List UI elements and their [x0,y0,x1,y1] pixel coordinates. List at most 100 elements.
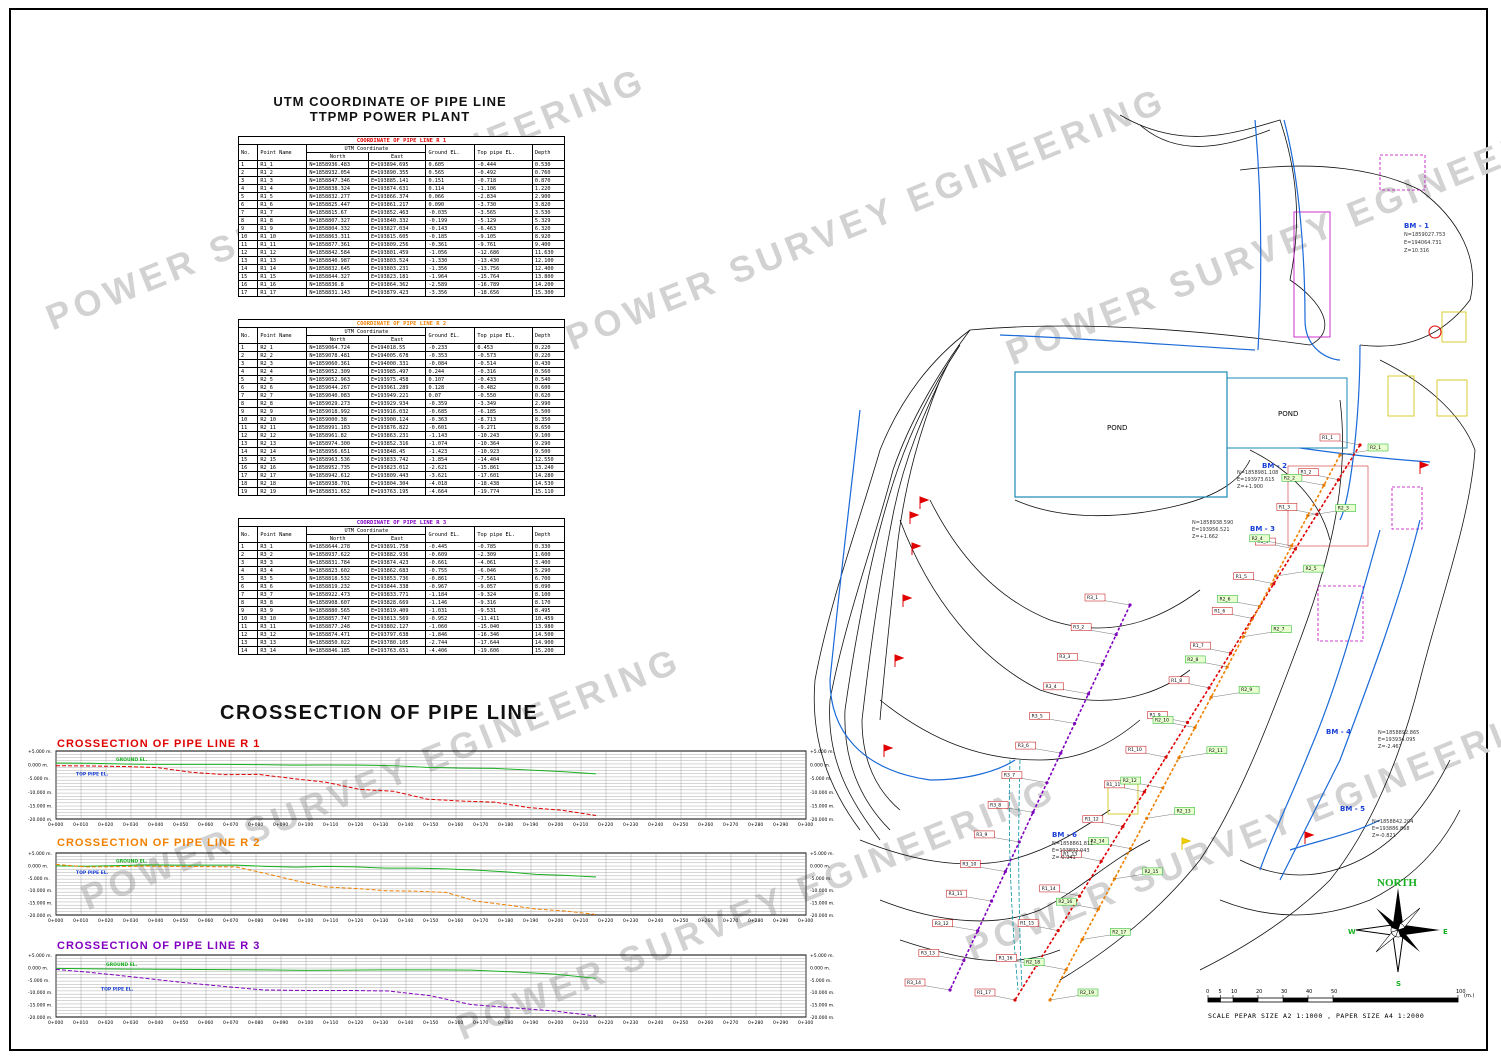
station-tick: 0+030 [123,822,138,828]
bm-label: BM - 5 [1340,805,1365,813]
point-label: R3_1 [1087,595,1098,601]
station-tick: 0+200 [548,918,563,924]
svg-text:Z=-0.941: Z=-0.941 [1052,855,1076,861]
point-tag [1271,625,1292,633]
station-tick: 0+030 [123,918,138,924]
station-tick: 0+130 [373,822,388,828]
elevation-tick: 0.000 m. [810,965,830,971]
elevation-tick: -20.000 m. [810,1015,835,1021]
col-header: No. [237,144,259,161]
station-tick: 0+210 [573,918,588,924]
scale-note: SCALE PEPAR SIZE A2 1:1000 , PAPER SIZE … [1208,1012,1425,1020]
utm-title-line2: TTPMP POWER PLANT [309,109,471,124]
station-tick: 0+180 [498,918,513,924]
elevation-tick: 0.000 m. [810,863,830,869]
point-label: R1_14 [1042,886,1056,892]
station-tick: 0+280 [748,822,763,828]
svg-text:Z=-0.821: Z=-0.821 [1372,833,1396,839]
table-cell: E=193763.195 [368,487,427,496]
station-tick: 0+020 [98,822,113,828]
station-tick: 0+290 [773,918,788,924]
table-cell: 14 [237,646,259,655]
station-tick: 0+230 [623,918,638,924]
svg-text:N=1858842.204: N=1858842.204 [1372,819,1413,825]
pipe-point [1031,810,1035,814]
elevation-tick: -15.000 m. [810,803,835,809]
station-tick: 0+170 [473,822,488,828]
pipe-route-r3 [949,604,1131,991]
elevation-tick: 0.000 m. [810,763,830,769]
point-label: R1_7 [1193,643,1204,649]
point-label: R3_14 [907,980,921,986]
ground-el-label: GROUND EL. [106,962,138,968]
point-label: R3_10 [962,862,976,868]
station-tick: 0+170 [473,1020,488,1026]
station-tick: 0+210 [573,1020,588,1026]
point-tag [1082,815,1104,823]
station-tick: 0+020 [98,918,113,924]
point-label: R1_9 [1150,713,1161,719]
elevation-tick: +5.000 m. [810,953,834,959]
point-tag [932,919,953,928]
svg-text:N=1858938.590: N=1858938.590 [1192,520,1233,526]
point-label: R1_11 [1106,782,1120,788]
point-tag [1015,741,1037,750]
station-tick: 0+070 [223,918,238,924]
point-tag [960,860,981,868]
station-tick: 0+060 [198,822,213,828]
elevation-tick: -20.000 m. [810,817,835,823]
svg-text:N=1858981.108: N=1858981.108 [1237,470,1278,476]
utm-title: UTM COORDINATE OF PIPE LINE TTPMP POWER … [190,94,590,124]
point-tag [1217,595,1238,603]
point-label: R2_15 [1144,869,1158,875]
station-tick: 0+270 [723,1020,738,1026]
point-tag [1125,745,1147,754]
pipe-point [989,899,994,903]
station-tick: 0+080 [248,1020,263,1026]
profile-label-r1: CROSSECTION OF PIPE LINE R 1 [57,738,261,750]
bm-label: BM - 3 [1250,525,1275,533]
top-pipe-label: TOP PIPE EL. [101,986,134,992]
station-tick: 0+160 [448,822,463,828]
point-label: R2_13 [1177,808,1191,814]
elevation-tick: -20.000 m. [28,1015,53,1021]
point-label: R3_7 [1004,773,1015,779]
table-cell: 15.110 [531,487,566,496]
point-tag [1233,572,1254,580]
scale-tick: 30 [1281,989,1287,995]
station-tick: 0+150 [423,822,438,828]
elevation-tick: -10.000 m. [28,990,53,996]
point-label: R1_8 [1171,678,1182,684]
table-cell: 19 [237,487,259,496]
station-tick: 0+070 [223,822,238,828]
elevation-tick: +5.000 m. [810,749,834,755]
point-label: R2_19 [1080,990,1094,996]
pond-label: POND [1278,410,1298,418]
profile-label-r2: CROSSECTION OF PIPE LINE R 2 [57,837,261,849]
point-tag [1211,607,1233,615]
elevation-tick: 0.000 m. [28,763,48,769]
station-tick: 0+180 [498,822,513,828]
svg-text:Z=+1.662: Z=+1.662 [1192,534,1218,540]
benchmark-labels: BM - 1 BM - 2 BM - 3 BM - 4 BM - 5 BM - … [1052,222,1429,839]
station-tick: 0+110 [323,1020,338,1026]
point-label: R1_15 [1020,921,1034,927]
point-tag [973,830,995,839]
pipe-lines: R1_1R1_2R1_3R1_4R1_5R1_6R1_7R1_8R1_9R1_1… [904,433,1389,1002]
pipe-point [1064,968,1068,972]
crossection-title: CROSSECTION OF PIPE LINE [220,702,539,724]
station-tick: 0+250 [673,1020,688,1026]
elevation-tick: -20.000 m. [28,817,53,823]
point-tag [1043,682,1064,691]
pipe-line [55,863,597,916]
